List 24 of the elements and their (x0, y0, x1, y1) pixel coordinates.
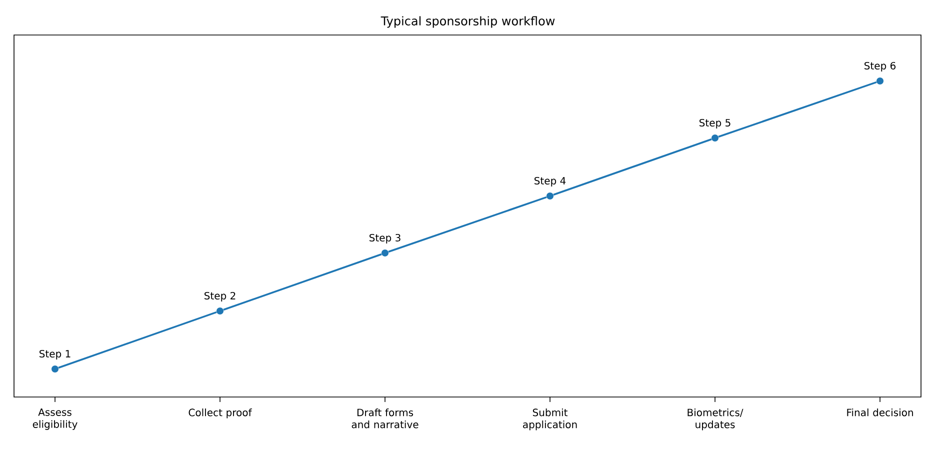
data-point (52, 366, 59, 372)
chart-title: Typical sponsorship workflow (380, 16, 555, 28)
data-point (876, 78, 884, 84)
data-point (216, 308, 224, 314)
data-point (382, 249, 388, 256)
point-label: Step 5 (700, 118, 730, 128)
axis-label: Draft forms and narrative (352, 408, 418, 428)
axis-label: Biometrics/ updates (688, 408, 744, 430)
axis-label: Final decision (847, 408, 913, 416)
line-segment (58, 311, 217, 369)
data-point (712, 134, 718, 142)
line-segment (223, 253, 382, 311)
axis-label: Submit application (523, 408, 577, 430)
line-segment (388, 196, 547, 253)
line-segment (718, 81, 877, 138)
line-segment (553, 138, 712, 196)
point-label: Step 2 (204, 292, 236, 302)
axis-label: Collect proof (188, 408, 252, 418)
point-label: Step 1 (40, 350, 70, 360)
point-label: Step 3 (370, 234, 400, 244)
point-label: Step 4 (534, 176, 566, 186)
data-point (546, 192, 554, 200)
point-label: Step 6 (864, 62, 896, 72)
axis-label: Assess eligibility (32, 408, 78, 430)
